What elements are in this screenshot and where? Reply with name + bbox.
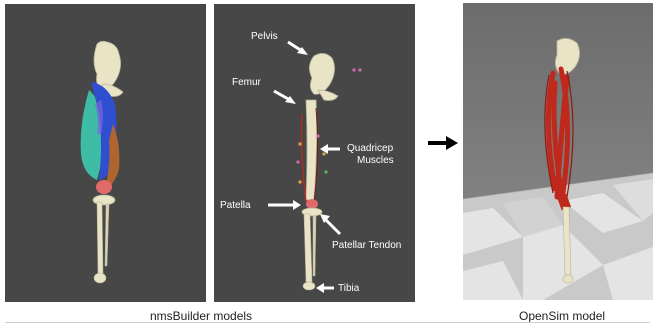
arrow-femur bbox=[274, 91, 290, 100]
arrow-head bbox=[293, 200, 301, 210]
marker-point bbox=[296, 160, 299, 163]
arrow-head bbox=[316, 283, 324, 293]
leg-model-with-muscles bbox=[5, 4, 206, 302]
label-pelvis: Pelvis bbox=[251, 31, 278, 42]
label-quadricep-line2: Muscles bbox=[357, 155, 394, 166]
marker-point bbox=[316, 134, 319, 137]
tibia-plateau bbox=[93, 195, 115, 205]
marker-point bbox=[324, 170, 327, 173]
marker-point bbox=[298, 142, 301, 145]
ankle bbox=[94, 273, 106, 283]
nmsbuilder-viewport-middle: Pelvis Femur Quadricep Muscles Patella P… bbox=[214, 4, 415, 302]
arrow-patellar-tendon bbox=[326, 220, 340, 234]
pelvis-bone bbox=[94, 41, 121, 90]
bottom-divider bbox=[5, 322, 650, 323]
label-tibia: Tibia bbox=[338, 283, 359, 294]
label-femur: Femur bbox=[232, 77, 261, 88]
patella bbox=[96, 180, 112, 194]
fibula-bone bbox=[105, 204, 109, 266]
label-quadricep-line1: Quadricep bbox=[347, 143, 393, 154]
caption-opensim-model: OpenSim model bbox=[519, 309, 605, 323]
femur-head bbox=[318, 90, 338, 101]
label-patella: Patella bbox=[220, 200, 251, 211]
quadricep-line bbox=[302, 114, 307, 202]
right-arrow-icon bbox=[428, 136, 458, 150]
ankle bbox=[563, 275, 573, 283]
patella bbox=[306, 199, 318, 209]
femur-bone bbox=[306, 100, 317, 200]
marker-point bbox=[322, 152, 325, 155]
tibia-bone bbox=[97, 202, 103, 274]
fibula-bone bbox=[313, 216, 316, 276]
marker-point bbox=[352, 68, 355, 71]
opensim-leg-model bbox=[463, 3, 653, 300]
tibia-bone bbox=[304, 214, 312, 282]
marker-point bbox=[298, 180, 301, 183]
nmsbuilder-viewport-left bbox=[5, 4, 206, 302]
ankle bbox=[303, 282, 315, 290]
opensim-viewport bbox=[463, 3, 653, 300]
marker-point bbox=[358, 68, 361, 71]
caption-nmsbuilder-models: nmsBuilder models bbox=[150, 309, 252, 323]
pelvis-bone bbox=[309, 53, 334, 94]
label-patellar-tendon: Patellar Tendon bbox=[332, 240, 401, 251]
